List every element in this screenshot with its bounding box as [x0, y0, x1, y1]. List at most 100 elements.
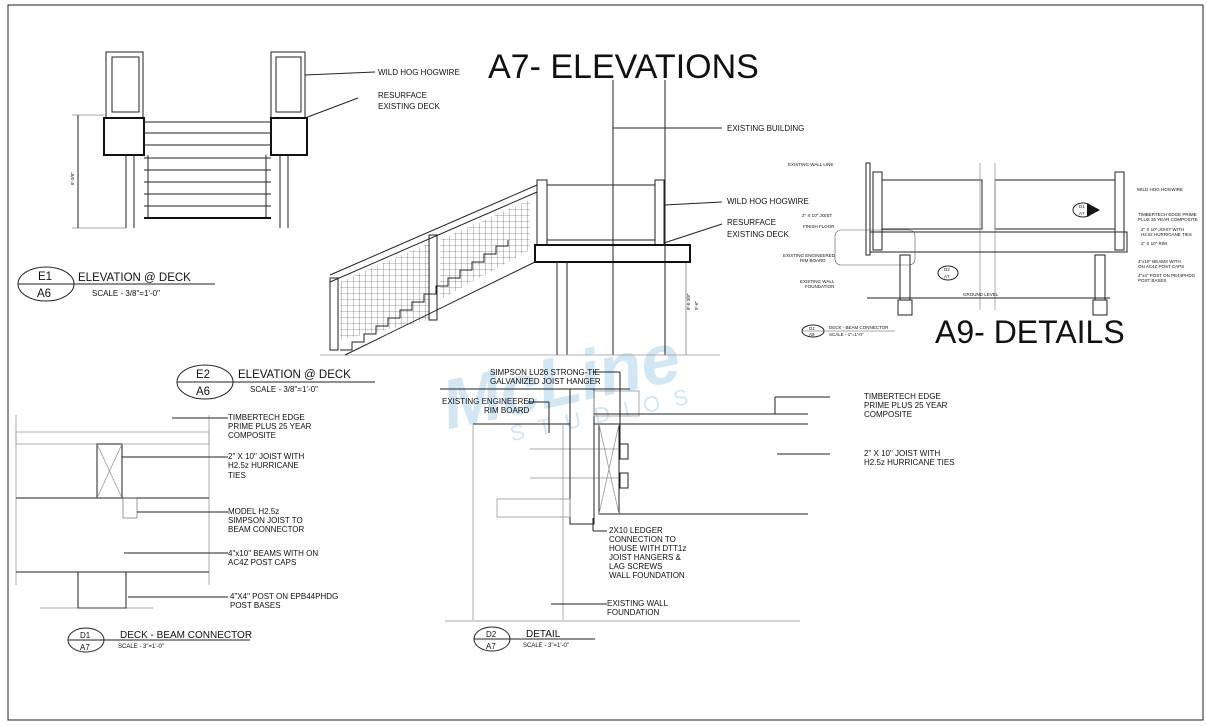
- e1-dimension: 8'-3/8": [70, 172, 75, 185]
- sheet-border: [7, 4, 1204, 721]
- svg-text:4"x4" POST ON PE44PHDG: 4"x4" POST ON PE44PHDG: [1138, 273, 1196, 278]
- svg-text:PLUS 25 YEAR COMPOSITE: PLUS 25 YEAR COMPOSITE: [1138, 217, 1198, 222]
- elevation-e1-drawing: [72, 51, 376, 229]
- svg-text:4"x10" BEAMS WITH ON: 4"x10" BEAMS WITH ON: [228, 549, 318, 558]
- d2-labels: SIMPSON LU26 STRONG-TIE GALVANIZED JOIST…: [442, 368, 955, 617]
- elevation-e2-drawing: [320, 80, 723, 356]
- e2-dimension: 9'-6": [694, 301, 699, 310]
- svg-text:DECK - BEAM CONNECTOR: DECK - BEAM CONNECTOR: [120, 630, 252, 641]
- svg-text:SCALE - 3"=1'-0": SCALE - 3"=1'-0": [523, 643, 569, 649]
- d1-section-tag: D1 A7 DECK - BEAM CONNECTOR SCALE - 3"=1…: [67, 627, 252, 653]
- svg-text:H2.5z HURRICANE TIES: H2.5z HURRICANE TIES: [864, 458, 955, 467]
- svg-text:WALL FOUNDATION: WALL FOUNDATION: [609, 571, 685, 580]
- svg-text:EXISTING ENGINEERED: EXISTING ENGINEERED: [783, 253, 836, 258]
- svg-text:A7: A7: [944, 274, 950, 279]
- svg-text:RIM BOARD: RIM BOARD: [484, 406, 530, 415]
- svg-text:A7: A7: [1079, 211, 1085, 216]
- svg-text:SIMPSON LU26 STRONG-TIE: SIMPSON LU26 STRONG-TIE: [490, 368, 600, 377]
- svg-text:RIM BOARD: RIM BOARD: [800, 258, 826, 263]
- svg-text:COMPOSITE: COMPOSITE: [228, 431, 276, 440]
- e1-section-tag: E1 A6: [17, 266, 215, 302]
- svg-text:SCALE - 3"=1'-0": SCALE - 3"=1'-0": [118, 644, 164, 650]
- svg-text:WILD HOG HOGWIRE: WILD HOG HOGWIRE: [1137, 187, 1183, 192]
- svg-text:D2: D2: [486, 630, 497, 639]
- svg-text:FOUNDATION: FOUNDATION: [607, 608, 660, 617]
- svg-text:D2: D2: [944, 267, 950, 272]
- svg-text:2" X 10" JOIST: 2" X 10" JOIST: [802, 213, 832, 218]
- svg-text:D1: D1: [80, 631, 91, 640]
- svg-text:2" X 10" RIM: 2" X 10" RIM: [1141, 241, 1167, 246]
- svg-text:SIMPSON JOIST TO: SIMPSON JOIST TO: [228, 516, 303, 525]
- svg-text:MODEL H2.5z: MODEL H2.5z: [228, 507, 279, 516]
- svg-text:ON AC4Z POST CAPS: ON AC4Z POST CAPS: [1138, 264, 1184, 269]
- e2-scale: SCALE - 3/8"=1'-0": [250, 385, 318, 394]
- svg-text:2" X 10" JOIST WITH: 2" X 10" JOIST WITH: [228, 452, 304, 461]
- svg-text:JOIST HANGERS &: JOIST HANGERS &: [609, 553, 682, 562]
- svg-text:E2: E2: [196, 369, 210, 381]
- svg-text:4"x10" BEAMS WITH: 4"x10" BEAMS WITH: [1138, 259, 1181, 264]
- e2-label: EXISTING DECK: [727, 230, 789, 239]
- svg-text:GALVANIZED JOIST HANGER: GALVANIZED JOIST HANGER: [490, 377, 601, 386]
- e2-dimension: 8'-0 3/8": [686, 293, 691, 310]
- sheet-title-details: A9- DETAILS: [935, 314, 1125, 350]
- svg-text:SCALE - 1"=1'-0": SCALE - 1"=1'-0": [829, 332, 864, 337]
- d2-drawing: [440, 371, 830, 622]
- svg-text:TIMBERTECH EDGE: TIMBERTECH EDGE: [228, 413, 305, 422]
- svg-text:GROUND LEVEL: GROUND LEVEL: [963, 292, 999, 297]
- a9-section-drawing: [834, 162, 1128, 316]
- a9-labels: EXISTING WALL LINE 2" X 10" JOIST FINISH…: [783, 162, 1198, 297]
- e1-label: EXISTING DECK: [378, 102, 440, 111]
- svg-text:DETAIL: DETAIL: [526, 629, 561, 640]
- svg-text:2" X 10" JOIST WITH: 2" X 10" JOIST WITH: [864, 449, 940, 458]
- watermark-logo: McLine STUDIOS: [435, 318, 705, 447]
- e1-title: ELEVATION @ DECK: [78, 272, 191, 284]
- svg-text:A7: A7: [486, 642, 496, 651]
- e2-label: WILD HOG HOGWIRE: [727, 197, 809, 206]
- a9-callout-d1: D1 A7: [1072, 202, 1094, 218]
- e2-section-tag: E2 A6: [176, 364, 375, 400]
- svg-text:A6: A6: [37, 288, 51, 300]
- svg-text:AC4Z POST CAPS: AC4Z POST CAPS: [228, 558, 296, 567]
- svg-text:CONNECTION TO: CONNECTION TO: [609, 535, 676, 544]
- svg-text:POST BASES: POST BASES: [1138, 278, 1166, 283]
- svg-text:A7: A7: [80, 643, 90, 652]
- svg-text:TIES: TIES: [228, 471, 246, 480]
- svg-text:TIMBERTECH EDGE PRIME: TIMBERTECH EDGE PRIME: [1138, 212, 1197, 217]
- sheet-title-elevations: A7- ELEVATIONS: [488, 48, 759, 86]
- e1-label: RESURFACE: [378, 91, 427, 100]
- e1-label: WILD HOG HOGWIRE: [378, 68, 460, 77]
- e1-scale: SCALE - 3/8"=1'-0": [92, 289, 160, 298]
- a9-section-tag: D1 A9 DECK - BEAM CONNECTOR SCALE - 1"=1…: [801, 324, 895, 338]
- d2-section-tag: D2 A7 DETAIL SCALE - 3"=1'-0": [473, 626, 595, 652]
- svg-text:2" X 10" JOIST WITH: 2" X 10" JOIST WITH: [1141, 227, 1184, 232]
- svg-text:E1: E1: [38, 271, 52, 283]
- svg-text:2X10 LEDGER: 2X10 LEDGER: [609, 526, 663, 535]
- a9-callout-d2: D2 A7: [937, 265, 959, 281]
- svg-text:4"X4" POST ON EPB44PHDG: 4"X4" POST ON EPB44PHDG: [230, 592, 338, 601]
- svg-text:EXISTING WALL: EXISTING WALL: [800, 279, 835, 284]
- svg-text:TIMBERTECH EDGE: TIMBERTECH EDGE: [864, 392, 941, 401]
- e2-label: EXISTING BUILDING: [727, 124, 804, 133]
- e2-label: RESURFACE: [727, 218, 776, 227]
- svg-text:D1: D1: [809, 326, 815, 331]
- svg-text:A9: A9: [809, 332, 815, 337]
- svg-text:COMPOSITE: COMPOSITE: [864, 410, 912, 419]
- svg-text:H2.5z HURRICANE TIES: H2.5z HURRICANE TIES: [1141, 232, 1192, 237]
- svg-text:DECK - BEAM CONNECTOR: DECK - BEAM CONNECTOR: [829, 325, 889, 330]
- svg-text:PRIME PLUS 25 YEAR: PRIME PLUS 25 YEAR: [228, 422, 312, 431]
- svg-text:FOUNDATION: FOUNDATION: [805, 284, 834, 289]
- svg-text:FINISH FLOOR: FINISH FLOOR: [803, 224, 835, 229]
- svg-text:PRIME PLUS 25 YEAR: PRIME PLUS 25 YEAR: [864, 401, 948, 410]
- d1-labels: TIMBERTECH EDGE PRIME PLUS 25 YEAR COMPO…: [228, 413, 338, 610]
- svg-text:EXISTING WALL LINE: EXISTING WALL LINE: [788, 162, 833, 167]
- svg-text:D1: D1: [1079, 204, 1085, 209]
- svg-text:H2.5z HURRICANE: H2.5z HURRICANE: [228, 461, 299, 470]
- svg-text:EXISTING ENGINEERED: EXISTING ENGINEERED: [442, 397, 535, 406]
- svg-text:BEAM CONNECTOR: BEAM CONNECTOR: [228, 525, 305, 534]
- svg-text:A6: A6: [196, 386, 210, 398]
- d1-drawing: [15, 415, 228, 609]
- svg-text:HOUSE WITH DTT1z: HOUSE WITH DTT1z: [609, 544, 686, 553]
- svg-text:POST BASES: POST BASES: [230, 601, 281, 610]
- e2-title: ELEVATION @ DECK: [238, 369, 351, 381]
